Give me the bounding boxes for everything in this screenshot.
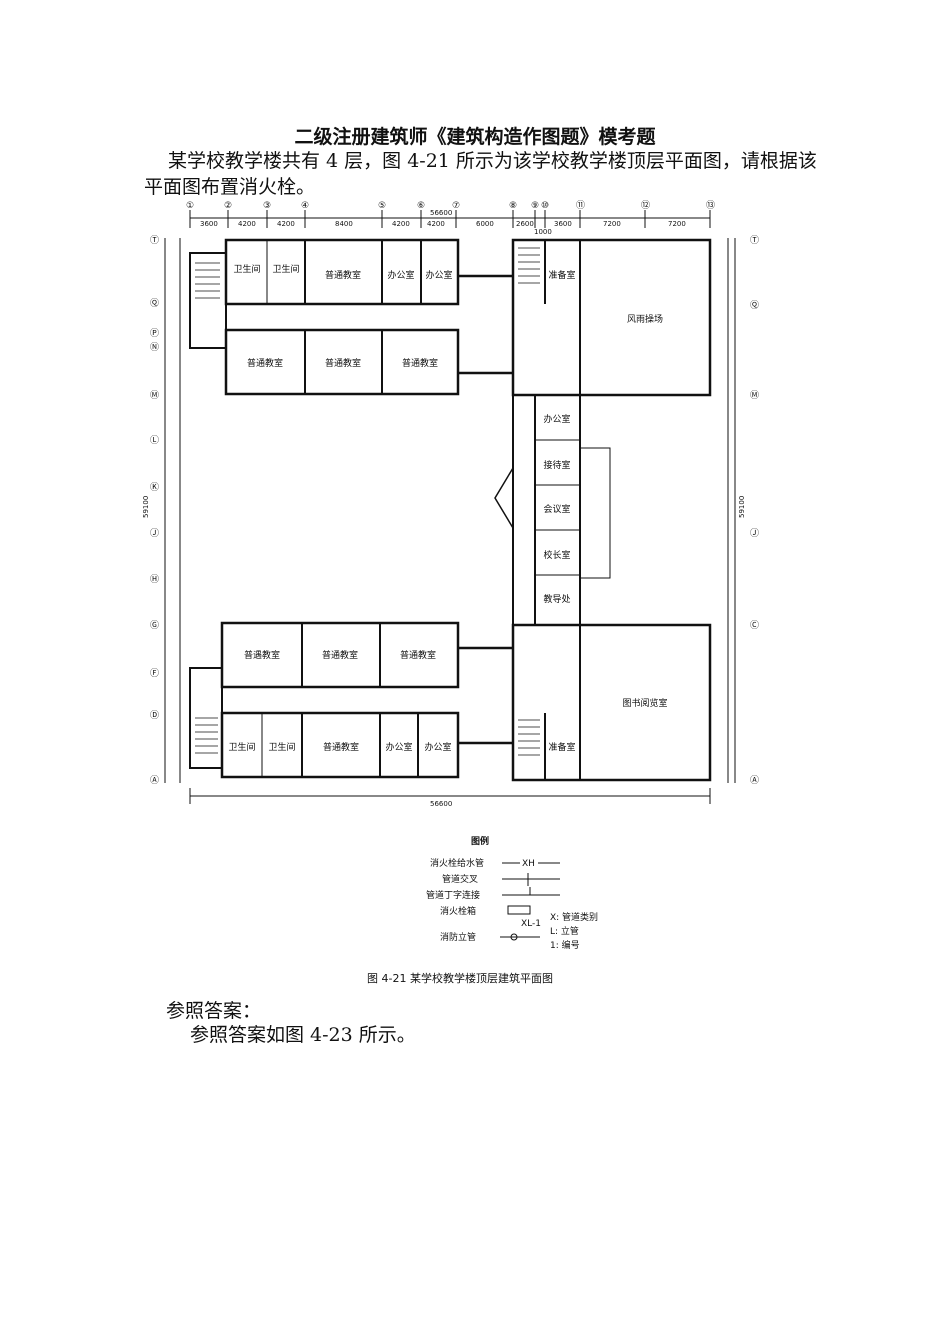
room-wc-1: 卫生间 <box>233 263 260 275</box>
floor-plan-figure: ① ② ③ ④ ⑤ ⑥ ⑦ ⑧ ⑨ ⑩ ⑪ ⑫ ⑬ 3600 4200 4200… <box>140 198 800 998</box>
axis-left-T: Ⓣ <box>150 235 159 246</box>
room-wc-3: 卫生间 <box>228 741 255 753</box>
axis-left-F: Ⓕ <box>150 668 159 679</box>
room-classroom-4: 普通教室 <box>402 357 438 369</box>
axis-right-A: Ⓐ <box>750 775 759 786</box>
axis-left-A: Ⓐ <box>150 775 159 786</box>
legend-pipe-code: XH <box>522 859 535 869</box>
room-prep-1: 准备室 <box>548 269 575 281</box>
axis-left-H: Ⓗ <box>150 574 159 585</box>
dim-top-7: 6000 <box>476 220 494 228</box>
legend-pipe-label: 消火栓给水管 <box>430 857 484 869</box>
legend-box-symbol <box>507 905 531 915</box>
axis-top-5: ⑤ <box>378 201 386 211</box>
axis-top-9: ⑨ <box>531 201 539 211</box>
axis-top-2: ② <box>224 201 232 211</box>
axis-top-13: ⑬ <box>706 200 715 211</box>
axis-left-D: Ⓓ <box>150 710 159 721</box>
axis-left-N: Ⓝ <box>150 342 159 353</box>
room-office-2: 办公室 <box>425 269 452 281</box>
dim-left-total: 59100 <box>142 496 150 518</box>
dim-top-8: 2600 <box>516 220 534 228</box>
axis-right-T: Ⓣ <box>750 235 759 246</box>
axis-top-4: ④ <box>301 201 309 211</box>
room-office-1: 办公室 <box>387 269 414 281</box>
legend-note-1: X: 管道类别 <box>550 911 598 923</box>
axis-left-M: Ⓜ <box>150 390 159 401</box>
dim-top-3: 4200 <box>277 220 295 228</box>
legend-tee-label: 管道丁字连接 <box>426 889 480 901</box>
floor-plan-svg: ① ② ③ ④ ⑤ ⑥ ⑦ ⑧ ⑨ ⑩ ⑪ ⑫ ⑬ 3600 4200 4200… <box>142 200 759 985</box>
legend: 图例 消火栓给水管 XH 管道交叉 管道丁字连接 消火栓箱 XL-1 消防立管 … <box>426 835 598 951</box>
room-classroom-1: 普通教室 <box>325 269 361 281</box>
dim-top-4: 8400 <box>335 220 353 228</box>
dim-top-11: 7200 <box>603 220 621 228</box>
axis-top-3: ③ <box>263 201 271 211</box>
axis-left-P: Ⓟ <box>150 328 159 339</box>
axis-left-J: Ⓙ <box>150 528 159 539</box>
axis-left-K: Ⓚ <box>150 482 159 493</box>
axis-left-L: Ⓛ <box>150 435 159 446</box>
axis-top-6: ⑥ <box>417 201 425 211</box>
axis-top-12: ⑫ <box>641 200 650 211</box>
room-principal: 校长室 <box>543 549 570 561</box>
room-classroom-3: 普通教室 <box>325 357 361 369</box>
axis-left-G: Ⓖ <box>150 620 159 631</box>
axis-top-7: ⑦ <box>452 201 460 211</box>
axis-right-C: Ⓒ <box>750 620 759 631</box>
legend-cross-label: 管道交叉 <box>442 873 478 885</box>
figure-caption: 图 4-21 某学校教学楼顶层建筑平面图 <box>367 971 553 985</box>
axis-left-Q: Ⓠ <box>150 298 159 309</box>
dim-top-10: 3600 <box>554 220 572 228</box>
room-classroom-7: 普通教室 <box>400 649 436 661</box>
legend-riser-code: XL-1 <box>521 919 541 929</box>
room-wc-4: 卫生间 <box>268 741 295 753</box>
document-title: 二级注册建筑师《建筑构造作图题》模考题 <box>294 126 656 148</box>
room-classroom-5: 普遇教室 <box>244 649 280 661</box>
room-prep-2: 准备室 <box>548 741 575 753</box>
dim-right-total: 59100 <box>738 496 746 518</box>
axis-right-Q: Ⓠ <box>750 300 759 311</box>
legend-box-label: 消火栓箱 <box>440 905 476 917</box>
room-meeting: 会议室 <box>543 503 570 515</box>
room-academic: 教导处 <box>543 593 570 605</box>
room-wc-2: 卫生间 <box>272 263 299 275</box>
legend-note-2: L: 立管 <box>550 925 579 937</box>
dim-bottom-total: 56600 <box>430 800 452 808</box>
room-office-3: 办公室 <box>543 413 570 425</box>
dim-top-2: 4200 <box>238 220 256 228</box>
room-office-5: 办公室 <box>424 741 451 753</box>
room-library: 图书阅览室 <box>622 697 667 709</box>
axis-right-M: Ⓜ <box>750 390 759 401</box>
legend-title: 图例 <box>471 835 489 847</box>
dim-top-12: 7200 <box>668 220 686 228</box>
dim-top-total: 56600 <box>430 209 452 217</box>
axis-top-1: ① <box>186 201 194 211</box>
room-classroom-6: 普通教室 <box>322 649 358 661</box>
dim-top-6: 4200 <box>427 220 445 228</box>
room-classroom-8: 普通教室 <box>323 741 359 753</box>
legend-riser-label: 消防立管 <box>440 931 476 943</box>
legend-note-3: 1: 编号 <box>550 939 580 951</box>
answer-heading: 参照答案： <box>166 1000 262 1022</box>
axis-top-8: ⑧ <box>509 201 517 211</box>
dim-top-5: 4200 <box>392 220 410 228</box>
axis-top-11: ⑪ <box>576 200 585 211</box>
question-text: 某学校教学楼共有 4 层，图 4-21 所示为该学校教学楼顶层平面图，请根据该平… <box>144 150 817 198</box>
axis-top-10: ⑩ <box>541 201 549 211</box>
room-classroom-2: 普通教室 <box>247 357 283 369</box>
legend-riser-symbol <box>510 933 518 941</box>
dim-top-9: 1000 <box>534 228 552 236</box>
dim-top-1: 3600 <box>200 220 218 228</box>
answer-text: 参照答案如图 4-23 所示。 <box>190 1024 416 1046</box>
room-rain-hall: 风雨操场 <box>627 313 663 325</box>
room-reception: 接待室 <box>543 459 570 471</box>
axis-right-J: Ⓙ <box>750 528 759 539</box>
room-office-4: 办公室 <box>385 741 412 753</box>
